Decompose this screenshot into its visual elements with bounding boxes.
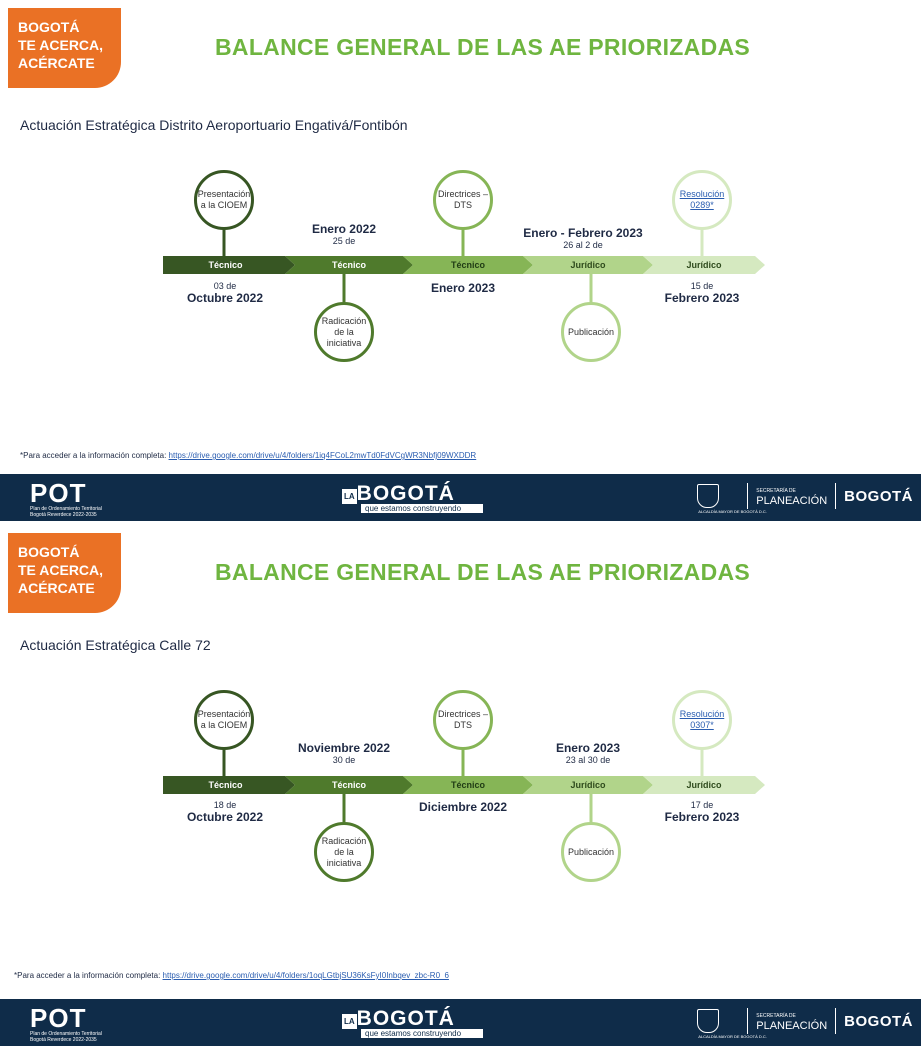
milestone-radicacion: Radicación de la iniciativa <box>314 822 374 882</box>
bogota-logo: BOGOTÁ <box>844 1012 913 1030</box>
institution-logos: ALCALDÍA MAYOR DE BOGOTÁ D.C. SECRETARÍA… <box>697 1008 913 1039</box>
brand-line-1: BOGOTÁ <box>18 544 80 560</box>
slide-title: BALANCE GENERAL DE LAS AE PRIORIZADAS <box>215 559 751 585</box>
brand-badge: BOGOTÁ TE ACERCA, ACÉRCATE <box>8 8 121 88</box>
stage-arrow-5 <box>643 256 765 274</box>
stage-label-5: Jurídico <box>686 259 722 270</box>
stage-arrow-4 <box>523 256 653 274</box>
date-3: Enero 2023 <box>430 281 496 295</box>
date-2: Noviembre 2022 30 de <box>297 741 391 765</box>
slide-distrito-aeroportuario: BOGOTÁ TE ACERCA, ACÉRCATE BALANCE GENER… <box>0 0 921 521</box>
stage-label-2: Técnico <box>331 779 366 790</box>
access-note-prefix: *Para acceder a la información completa: <box>14 971 161 980</box>
access-note-prefix: *Para acceder a la información completa: <box>20 451 167 460</box>
stage-arrow-2 <box>285 256 413 274</box>
stage-arrow-1 <box>163 256 295 274</box>
la-bogota-logo: LABOGOTÁ que estamos construyendo <box>342 482 483 513</box>
stage-arrow-3 <box>403 256 533 274</box>
milestone-resolucion[interactable]: Resolución 0307* <box>672 690 732 750</box>
coat-of-arms-icon: ALCALDÍA MAYOR DE BOGOTÁ D.C. <box>697 1009 767 1039</box>
milestone-presentacion: Presentación a la CIOEM <box>194 170 254 230</box>
stage-label-1: Técnico <box>208 259 243 270</box>
brand-line-1: BOGOTÁ <box>18 19 80 35</box>
stage-label-5: Jurídico <box>686 779 722 790</box>
footer-bar: POT Plan de Ordenamiento Territorial Bog… <box>0 999 921 1046</box>
divider <box>835 1008 837 1034</box>
pot-logo: POT Plan de Ordenamiento Territorial Bog… <box>30 478 102 518</box>
stage-label-3: Técnico <box>450 779 485 790</box>
stage-arrow-4 <box>523 776 653 794</box>
access-note: *Para acceder a la información completa:… <box>20 451 476 460</box>
institution-logos: ALCALDÍA MAYOR DE BOGOTÁ D.C. SECRETARÍA… <box>697 483 913 514</box>
la-bogota-logo: LABOGOTÁ que estamos construyendo <box>342 1007 483 1038</box>
milestone-directrices: Directrices – DTS <box>433 690 493 750</box>
timeline-arrows <box>163 748 765 822</box>
brand-line-3: ACÉRCATE <box>18 55 95 71</box>
stage-arrow-5 <box>643 776 765 794</box>
drive-link[interactable]: https://drive.google.com/drive/u/4/folde… <box>162 971 449 980</box>
brand-line-2: TE ACERCA, <box>18 37 104 53</box>
milestone-presentacion: Presentación a la CIOEM <box>194 690 254 750</box>
date-4: Enero 2023 23 al 30 de <box>555 741 621 765</box>
brand-line-2: TE ACERCA, <box>18 562 104 578</box>
stage-arrow-3 <box>403 776 533 794</box>
timeline: Técnico Técnico Técnico Jurídico Jurídic… <box>0 525 921 1046</box>
drive-link[interactable]: https://drive.google.com/drive/u/4/folde… <box>168 451 477 460</box>
date-5: 15 de Febrero 2023 <box>664 281 740 305</box>
footer-bar: POT Plan de Ordenamiento Territorial Bog… <box>0 474 921 521</box>
planeacion-logo: SECRETARÍA DE PLANEACIÓN <box>756 1013 828 1032</box>
date-4: Enero - Febrero 2023 26 al 2 de <box>523 226 643 250</box>
subtitle: Actuación Estratégica Distrito Aeroportu… <box>20 117 408 133</box>
milestone-radicacion: Radicación de la iniciativa <box>314 302 374 362</box>
stage-arrow-1 <box>163 776 295 794</box>
date-2: Enero 2022 25 de <box>311 222 377 246</box>
stage-arrow-2 <box>285 776 413 794</box>
stage-label-1: Técnico <box>208 779 243 790</box>
bogota-logo: BOGOTÁ <box>844 487 913 505</box>
milestone-publicacion: Publicación <box>561 302 621 362</box>
pot-logo: POT Plan de Ordenamiento Territorial Bog… <box>30 1003 102 1043</box>
subtitle: Actuación Estratégica Calle 72 <box>20 637 211 653</box>
divider <box>835 483 837 509</box>
date-3: Diciembre 2022 <box>418 800 508 814</box>
milestone-directrices: Directrices – DTS <box>433 170 493 230</box>
milestone-resolucion[interactable]: Resolución 0289* <box>672 170 732 230</box>
brand-badge: BOGOTÁ TE ACERCA, ACÉRCATE <box>8 533 121 613</box>
date-1: 18 de Octubre 2022 <box>186 800 264 824</box>
slide-calle-72: BOGOTÁ TE ACERCA, ACÉRCATE BALANCE GENER… <box>0 525 921 1046</box>
slide-title: BALANCE GENERAL DE LAS AE PRIORIZADAS <box>215 34 751 60</box>
divider <box>747 1008 749 1034</box>
coat-of-arms-icon: ALCALDÍA MAYOR DE BOGOTÁ D.C. <box>697 484 767 514</box>
stage-label-3: Técnico <box>450 259 485 270</box>
milestone-publicacion: Publicación <box>561 822 621 882</box>
stage-label-2: Técnico <box>331 259 366 270</box>
timeline: Técnico Técnico Técnico Jurídico Jurídic… <box>0 0 921 521</box>
divider <box>747 483 749 509</box>
date-1: 03 de Octubre 2022 <box>186 281 264 305</box>
timeline-arrows <box>163 228 765 302</box>
stage-label-4: Jurídico <box>570 259 606 270</box>
access-note: *Para acceder a la información completa:… <box>14 971 449 980</box>
stage-label-4: Jurídico <box>570 779 606 790</box>
planeacion-logo: SECRETARÍA DE PLANEACIÓN <box>756 488 828 507</box>
brand-line-3: ACÉRCATE <box>18 580 95 596</box>
date-5: 17 de Febrero 2023 <box>664 800 740 824</box>
